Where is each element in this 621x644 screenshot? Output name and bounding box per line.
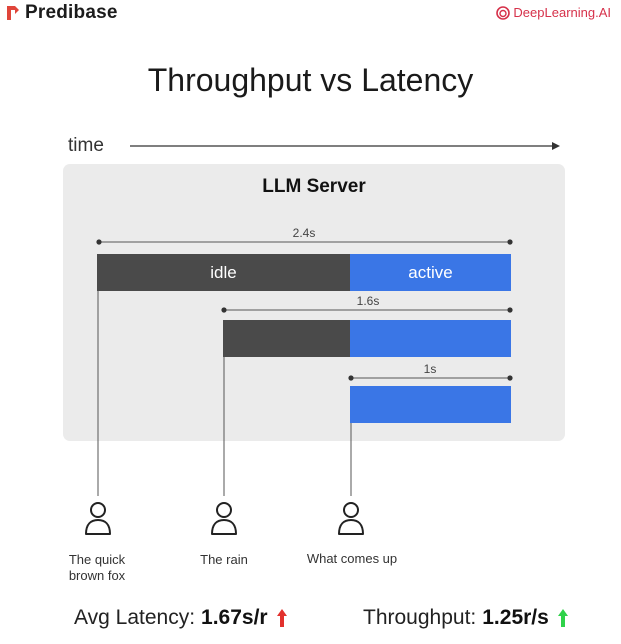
row-2-idle-segment [223, 320, 350, 357]
avg-latency-value: 1.67s/r [201, 606, 268, 629]
time-axis-arrow [130, 142, 560, 150]
idle-label: idle [210, 262, 237, 282]
arrow-up-red-icon [276, 609, 287, 627]
llm-server-title: LLM Server [262, 176, 366, 197]
deeplearning-logo-text: DeepLearning.AI [513, 5, 611, 20]
throughput-label: Throughput: [363, 606, 477, 629]
user-icon [85, 502, 111, 535]
page-title: Throughput vs Latency [147, 62, 474, 98]
time-axis-label: time [68, 135, 104, 156]
deeplearning-logo-icon [496, 5, 511, 20]
avg-latency-label: Avg Latency: [74, 606, 196, 629]
deeplearning-brand: DeepLearning.AI [496, 5, 611, 20]
predibase-logo-icon [7, 6, 19, 20]
user-1-label: The quick brown fox [68, 552, 126, 583]
user-icon [338, 502, 364, 535]
duration-label-row-2: 1.6s [356, 294, 380, 308]
user-icon [211, 502, 237, 535]
row-1-idle-segment: idle [97, 254, 350, 291]
duration-marker-row-2 [221, 307, 513, 313]
duration-marker-row-1 [96, 239, 513, 245]
predibase-brand: Predibase [6, 2, 118, 24]
row-2-active-segment [350, 320, 511, 357]
duration-label-row-1: 2.4s [292, 226, 316, 240]
row-1-active-segment: active [350, 254, 511, 291]
avg-latency-metric: Avg Latency: 1.67s/r [74, 606, 288, 630]
row-3-active-segment [350, 386, 511, 423]
predibase-logo-text: Predibase [25, 2, 118, 23]
user-2-label: The rain [200, 552, 248, 567]
active-label: active [408, 262, 453, 282]
throughput-metric: Throughput: 1.25r/s [363, 606, 569, 630]
duration-marker-row-3 [348, 375, 513, 381]
throughput-value: 1.25r/s [482, 606, 549, 629]
duration-label-row-3: 1s [423, 362, 437, 376]
arrow-up-green-icon [557, 609, 568, 627]
user-3-label: What comes up [306, 551, 398, 566]
